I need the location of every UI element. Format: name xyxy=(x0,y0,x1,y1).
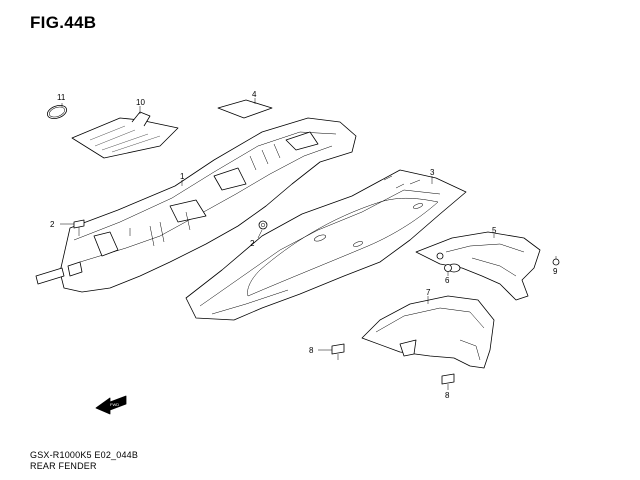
callout-5: 5 xyxy=(492,226,497,235)
part-7-mud-guard xyxy=(361,295,495,369)
callout-7: 7 xyxy=(426,288,431,297)
part-8-screw-right xyxy=(441,373,455,390)
callout-3: 3 xyxy=(430,168,435,177)
callout-11: 11 xyxy=(57,93,66,102)
part-5-bracket xyxy=(415,231,541,301)
part-11-oring xyxy=(46,103,68,119)
diagram-name: REAR FENDER xyxy=(30,461,97,471)
callout-8-left: 8 xyxy=(309,346,314,355)
callout-9: 9 xyxy=(553,267,558,276)
part-2-screw-left xyxy=(60,219,85,236)
callout-6: 6 xyxy=(445,276,450,285)
part-4-pad xyxy=(217,98,273,119)
part-3-inner-fender xyxy=(185,169,467,321)
part-1-rear-fender xyxy=(35,117,357,293)
figure-title: FIG.44B xyxy=(30,13,97,32)
callout-4: 4 xyxy=(252,90,257,99)
callout-10: 10 xyxy=(136,98,145,107)
part-6-screw xyxy=(444,264,452,276)
part-2-screw-center xyxy=(257,220,268,239)
diagram-code: GSX-R1000K5 E02_044B xyxy=(30,450,139,460)
part-10-tool-bag xyxy=(71,106,179,159)
fwd-arrow-icon: FWD xyxy=(95,395,127,415)
part-8-screw-left xyxy=(318,343,345,360)
callout-2-left: 2 xyxy=(50,220,55,229)
part-9-screw xyxy=(552,256,560,266)
callout-2-center: 2 xyxy=(250,239,255,248)
callout-8-right: 8 xyxy=(445,391,450,400)
callout-1: 1 xyxy=(180,172,185,181)
fwd-label: FWD xyxy=(110,402,119,407)
